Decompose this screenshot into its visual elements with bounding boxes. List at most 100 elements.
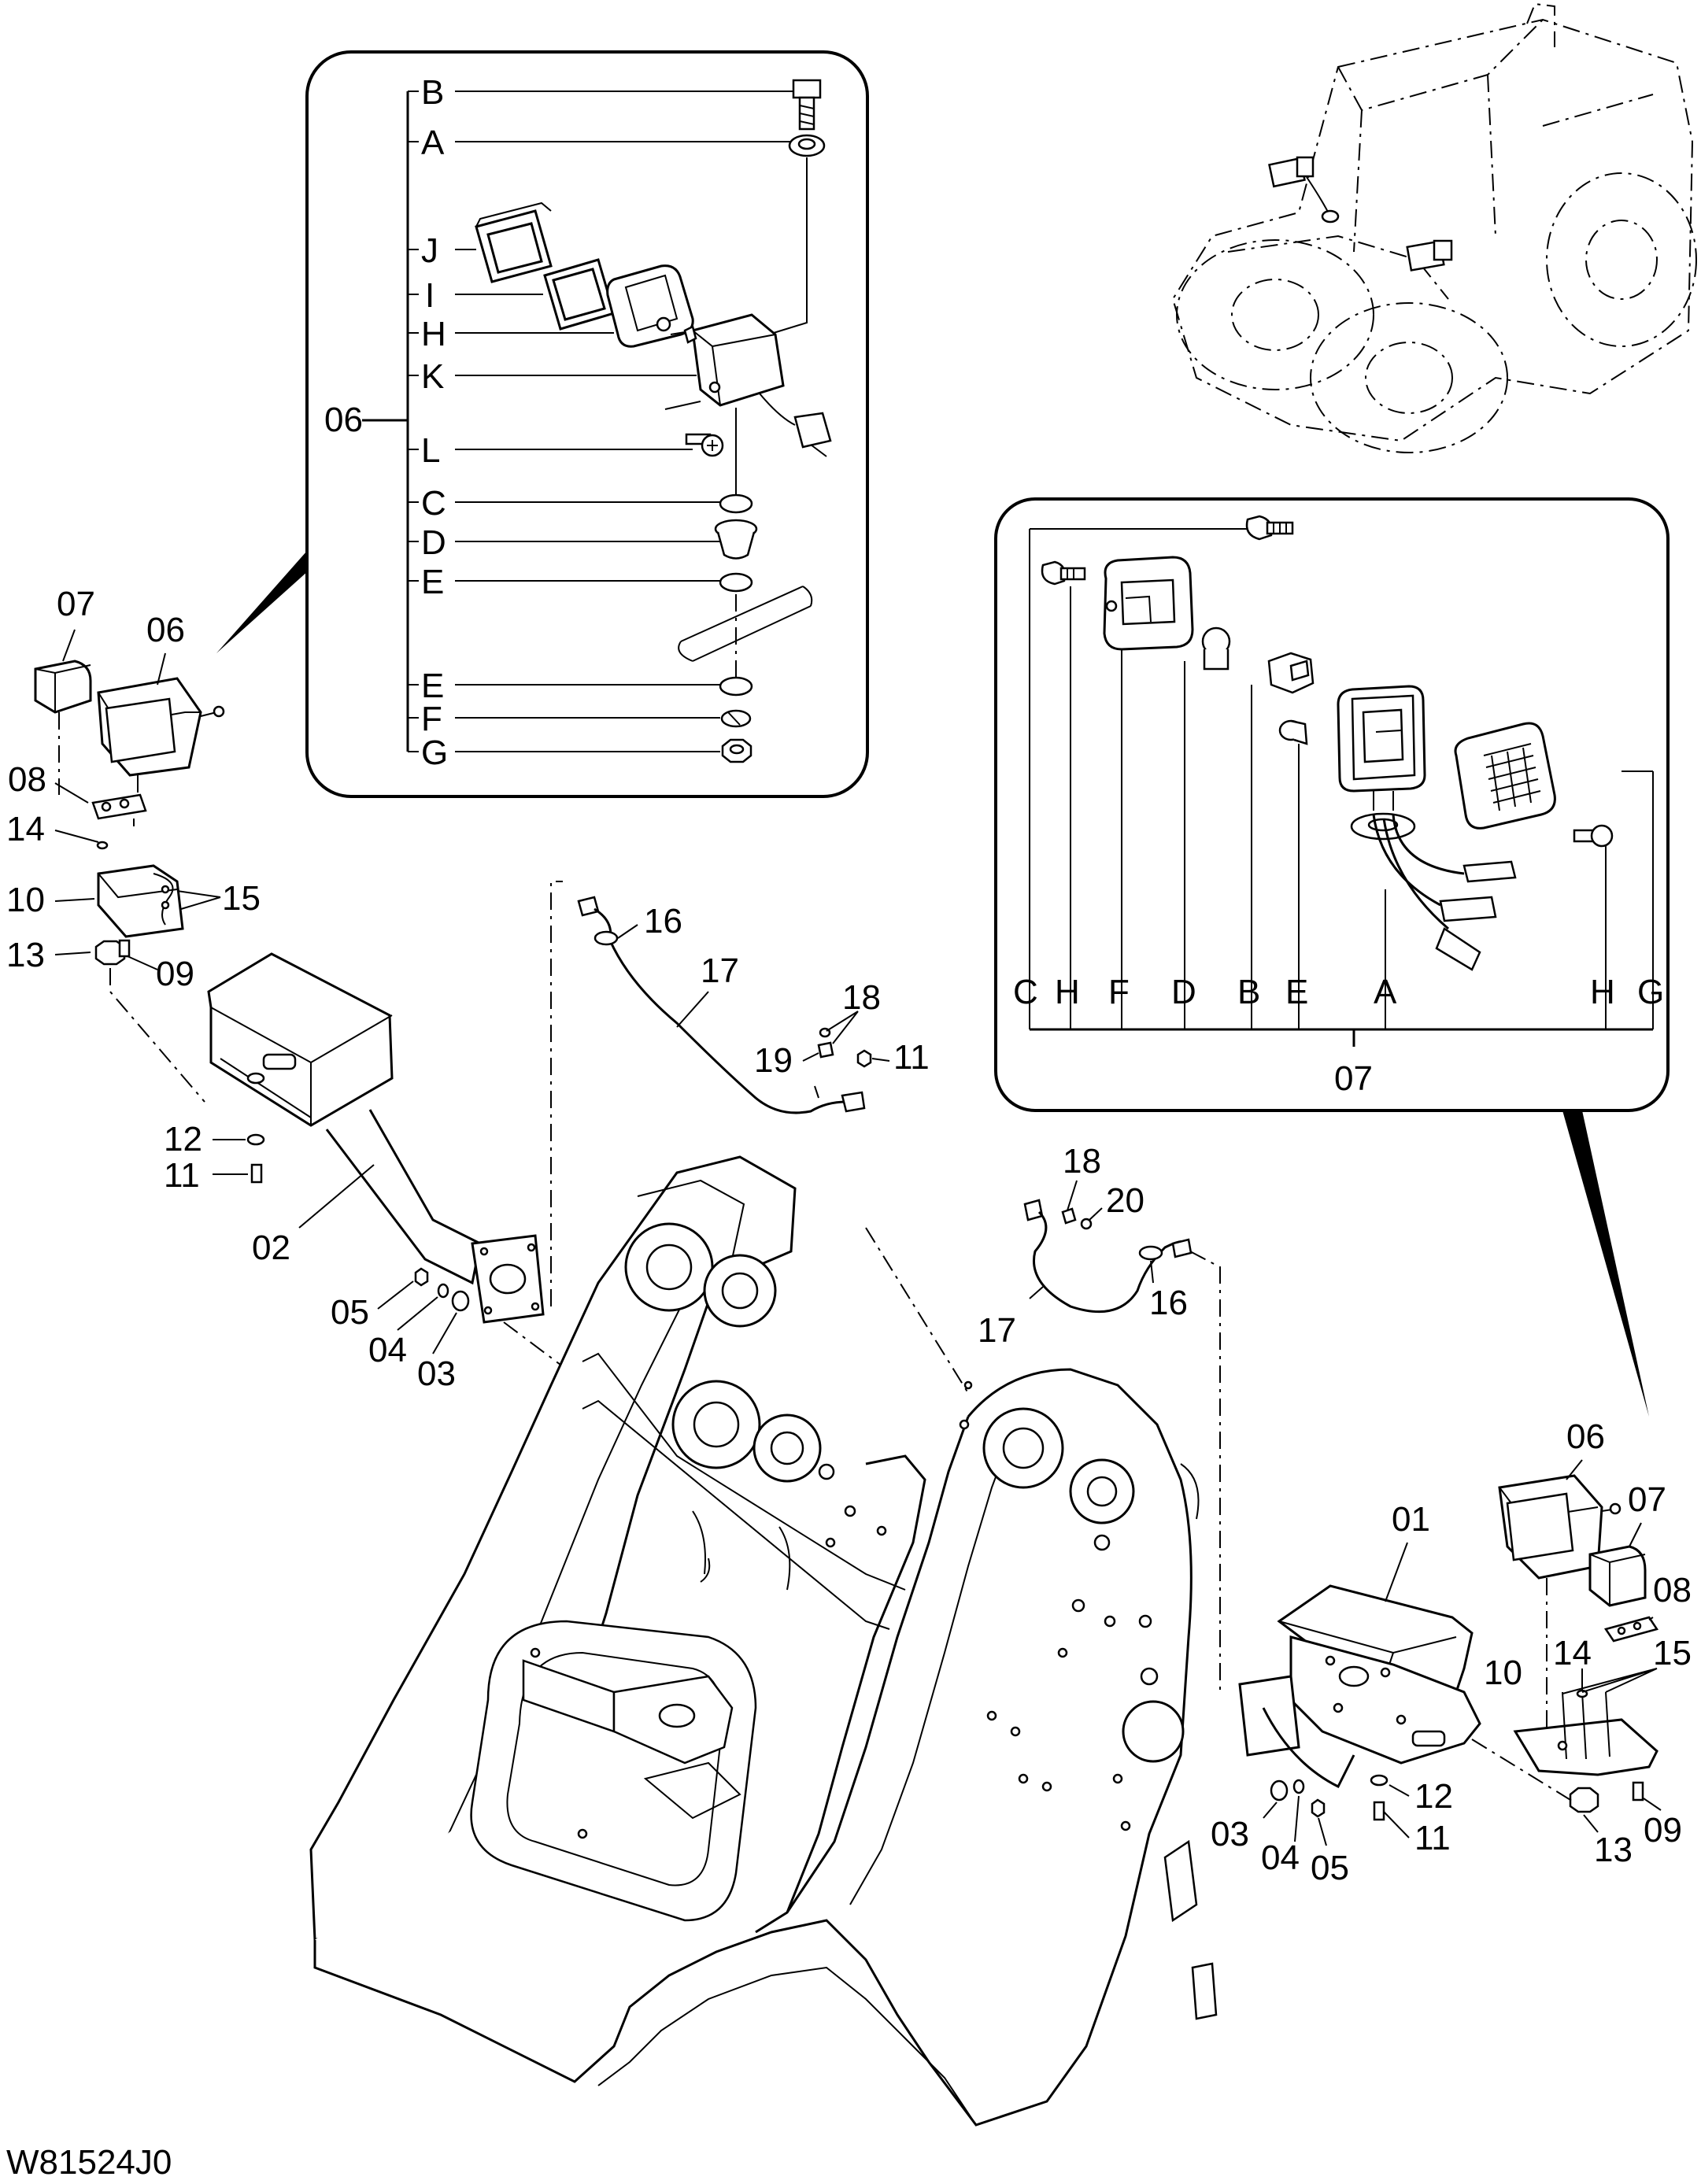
right-side-lamp-07 — [1588, 1545, 1647, 1607]
callout-15-left: 15 — [222, 879, 261, 918]
callout-labels: 07 06 08 14 10 15 13 09 12 11 02 05 04 0… — [6, 585, 1692, 1887]
left-stay-08 — [91, 793, 147, 820]
frame-bolts — [530, 1380, 1159, 1839]
callout-03-right: 03 — [1211, 1815, 1249, 1853]
detail-06-item-l: L — [421, 431, 440, 470]
washer-e2 — [719, 676, 753, 697]
right-lamp-assembly — [1238, 1474, 1659, 1821]
callout-06-left: 06 — [146, 611, 185, 649]
callout-leaders — [54, 629, 1662, 1846]
detail-06-item-i: I — [425, 276, 434, 315]
callout-13-right: 13 — [1594, 1831, 1633, 1869]
callout-11-left: 11 — [164, 1156, 200, 1195]
gasket-i — [543, 258, 616, 331]
detail-box-06: 06 B A J I H K L C D E E F G — [216, 50, 869, 798]
left-bolt-11 — [250, 1163, 263, 1184]
bulb-e — [1278, 719, 1308, 745]
callout-04-left: 04 — [368, 1331, 407, 1369]
washer-e — [719, 572, 753, 593]
lens-g — [1454, 722, 1556, 830]
callout-07-left: 07 — [57, 585, 95, 623]
right-fasteners-03-04-05 — [1270, 1779, 1326, 1818]
machine-overview-thumbnail — [1171, 2, 1697, 453]
frame-j — [475, 201, 553, 283]
detail-06-item-a: A — [421, 124, 445, 162]
harness-mid — [1023, 1199, 1221, 1692]
left-side-lamp-07 — [34, 660, 92, 714]
thumbnail-lamp-left — [1268, 156, 1340, 224]
left-nut-14 — [96, 841, 109, 850]
detail-06-item-g: G — [421, 734, 448, 772]
right-washer-12 — [1370, 1774, 1389, 1787]
detail-07-pointer — [1562, 1110, 1649, 1417]
bulb-d — [1201, 626, 1231, 671]
callout-05-right: 05 — [1311, 1849, 1349, 1887]
detail-06-pointer — [216, 551, 309, 653]
callout-16-mid: 16 — [1149, 1284, 1188, 1322]
callout-14-left: 14 — [6, 810, 45, 848]
screw-h2 — [1573, 824, 1614, 848]
stay-pipe — [678, 586, 813, 677]
thumbnail-lamp-right — [1406, 239, 1453, 272]
bolt-b — [792, 79, 822, 131]
lens-h — [606, 264, 694, 348]
grommet-a — [788, 134, 826, 157]
callout-19: 19 — [754, 1041, 793, 1080]
lamp-body-k — [670, 313, 832, 457]
callout-02: 02 — [252, 1229, 290, 1267]
callout-16-top: 16 — [644, 902, 682, 940]
socket-b — [1267, 652, 1315, 694]
left-fasteners-03-04-05 — [414, 1267, 470, 1312]
detail-06-group-label: 06 — [324, 401, 363, 439]
callout-17-top: 17 — [701, 952, 739, 990]
callout-13-left: 13 — [6, 936, 45, 974]
bushing-d — [714, 519, 758, 560]
detail-06-item-b: B — [421, 73, 444, 112]
left-cover-02 — [207, 952, 545, 1324]
detail-06-item-j: J — [421, 231, 438, 270]
callout-11-right: 11 — [1414, 1819, 1451, 1857]
left-lamp-assembly — [34, 660, 568, 1370]
callout-03-left: 03 — [417, 1354, 456, 1393]
callout-07-right: 07 — [1628, 1480, 1666, 1519]
left-work-lamp-06 — [97, 677, 225, 777]
washer-c — [719, 493, 753, 514]
left-bracket-10 — [97, 864, 184, 938]
callout-18-top: 18 — [842, 978, 881, 1017]
right-cover-01 — [1238, 1584, 1481, 1789]
detail-06-item-e2: E — [421, 667, 444, 705]
right-bolt-09 — [1632, 1781, 1644, 1802]
right-work-lamp-06 — [1498, 1474, 1621, 1580]
left-bolt-09 — [118, 939, 131, 958]
loader-front-frame — [309, 1155, 1218, 2127]
detail-06-item-e: E — [421, 563, 444, 601]
detail-07-group-label: 07 — [1334, 1059, 1373, 1098]
harness-upper — [577, 896, 866, 1114]
detail-07-leaders — [1029, 528, 1654, 1047]
detail-06-item-h: H — [421, 315, 446, 353]
housing-f — [1103, 556, 1194, 651]
lamp-body-a — [1337, 685, 1517, 971]
detail-06-item-f: F — [421, 700, 442, 738]
detail-06-leaders — [408, 91, 807, 752]
callout-10-left: 10 — [6, 881, 45, 919]
screw-c — [1245, 515, 1294, 541]
detail-box-07: C H F D B E A H G 07 — [994, 497, 1670, 1417]
nut-g — [721, 738, 753, 763]
left-washer-12 — [246, 1133, 265, 1146]
detail-06-item-k: K — [421, 357, 444, 396]
detail-06-item-d: D — [421, 523, 446, 562]
callout-15-right: 15 — [1653, 1634, 1692, 1672]
callout-05-left: 05 — [331, 1293, 369, 1332]
callout-10-right: 10 — [1484, 1654, 1522, 1692]
detail-06-parts — [475, 79, 832, 763]
callout-12-left: 12 — [164, 1120, 202, 1159]
callout-09-left: 09 — [156, 955, 194, 993]
harness-fasteners — [817, 1027, 1093, 1230]
screw-l — [664, 401, 724, 457]
right-stay-08 — [1603, 1616, 1659, 1643]
callout-18-mid: 18 — [1063, 1142, 1101, 1181]
detail-07-item-f: F — [1108, 973, 1130, 1011]
detail-07-parts — [1041, 515, 1614, 971]
spring-washer-f — [720, 709, 752, 728]
